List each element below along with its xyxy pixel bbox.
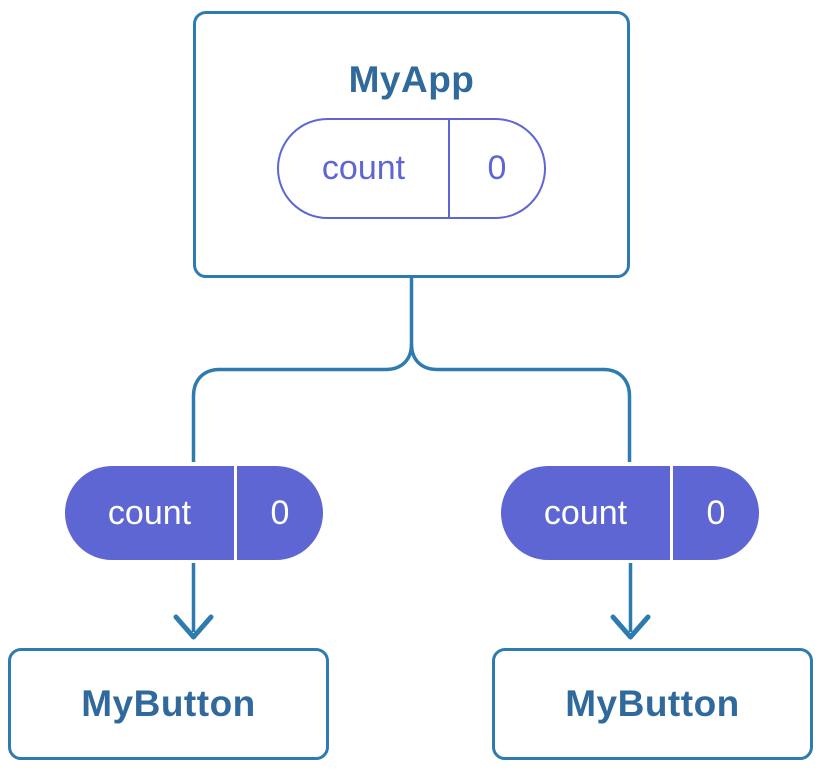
node-myapp: MyApp count 0 bbox=[193, 11, 630, 278]
left-branch-line bbox=[191, 343, 414, 462]
prop-name-label: count bbox=[107, 493, 192, 532]
left-prop-pill: count 0 bbox=[62, 463, 326, 563]
state-value-label: 0 bbox=[487, 149, 507, 188]
node-mybutton-right: MyButton bbox=[492, 648, 813, 760]
pill-divider bbox=[234, 466, 237, 560]
right-arrow-icon bbox=[610, 562, 651, 640]
prop-value-label: 0 bbox=[270, 493, 290, 532]
node-myapp-title: MyApp bbox=[348, 59, 475, 100]
pill-divider bbox=[448, 120, 450, 218]
left-arrow-icon bbox=[173, 562, 214, 640]
prop-value-label: 0 bbox=[706, 493, 726, 532]
state-name-label: count bbox=[321, 149, 406, 188]
right-branch-line bbox=[409, 343, 632, 462]
myapp-state-pill: count 0 bbox=[277, 118, 546, 220]
right-prop-pill: count 0 bbox=[498, 463, 762, 563]
node-mybutton-left: MyButton bbox=[8, 648, 329, 760]
prop-name-label: count bbox=[543, 493, 628, 532]
pill-divider bbox=[670, 466, 673, 560]
node-mybutton-right-title: MyButton bbox=[565, 682, 740, 724]
node-mybutton-left-title: MyButton bbox=[81, 682, 256, 724]
